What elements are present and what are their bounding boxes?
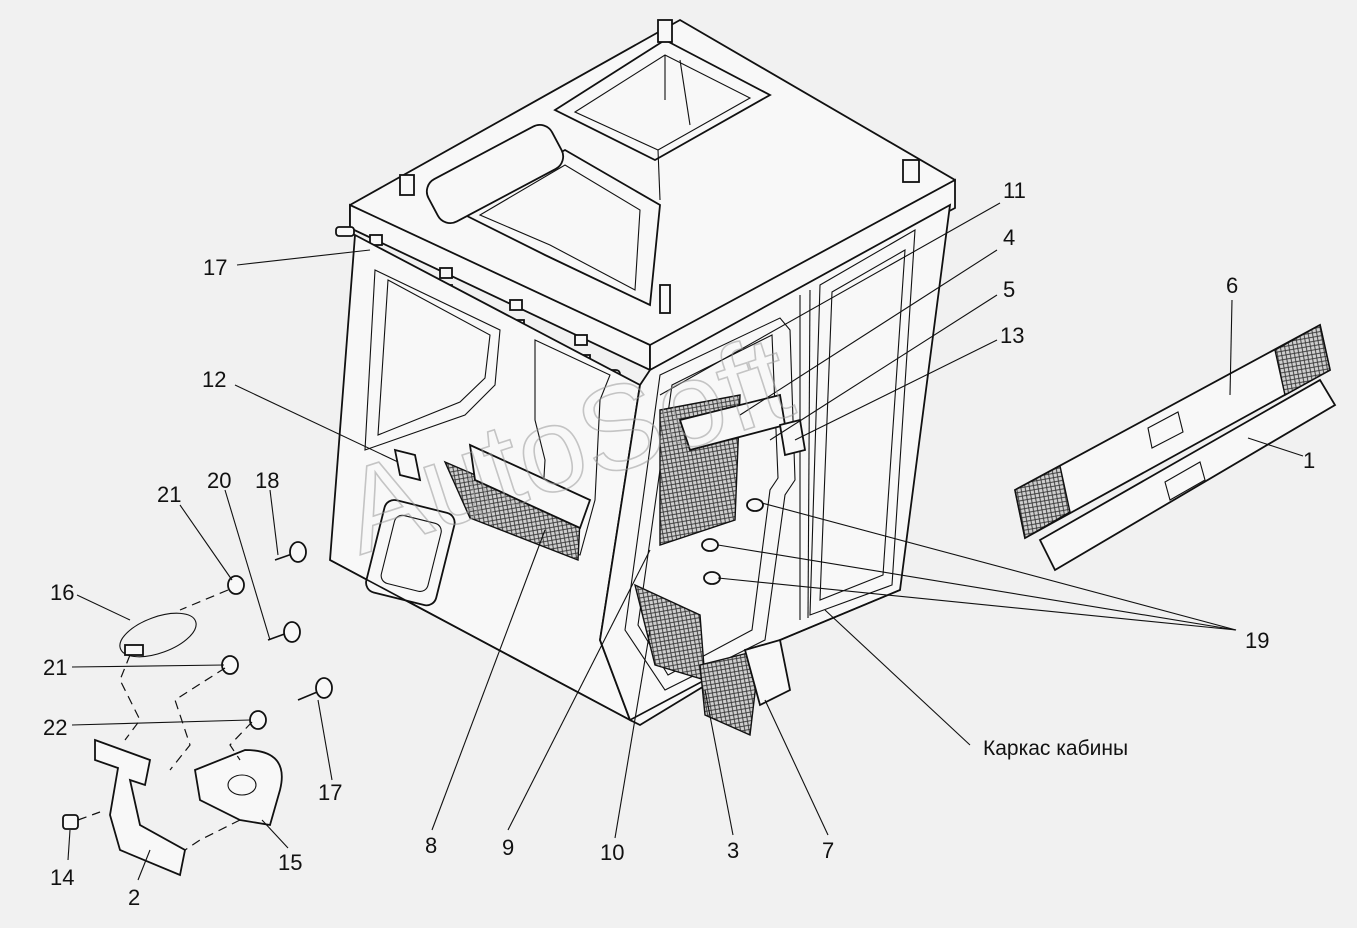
callout-21-bottom: 21: [43, 655, 67, 680]
bolt-20: [267, 621, 301, 643]
lower-left-window: [365, 499, 456, 607]
rear-right-window: [809, 229, 916, 616]
front-window-inner: [377, 279, 491, 436]
callout-20: 20: [207, 468, 231, 493]
roof-clip-left: [399, 174, 415, 196]
callout-17-top: 17: [203, 255, 227, 280]
callout-4: 4: [1003, 225, 1015, 250]
panel-6-mesh-right: [1274, 323, 1331, 397]
callout-7: 7: [822, 838, 834, 863]
callout-16: 16: [50, 580, 74, 605]
panel-1-slot: [1164, 461, 1206, 501]
panel-1: [1038, 378, 1337, 572]
callout-6: 6: [1226, 273, 1238, 298]
callout-1: 1: [1303, 448, 1315, 473]
cab-frame: [329, 18, 956, 727]
right-door-window-inner: [637, 334, 779, 676]
bolt-18: [274, 541, 307, 563]
roof-clip-right: [902, 159, 920, 183]
front-window-outer: [364, 269, 501, 451]
panel-6-slot: [1147, 411, 1184, 449]
clamp-lock: [124, 644, 144, 656]
callout-15: 15: [278, 850, 302, 875]
roof-latch: [659, 284, 671, 314]
callout-11: 11: [1003, 178, 1026, 203]
callout-21-top: 21: [157, 482, 181, 507]
washer-21b: [221, 655, 239, 675]
roof-hatch-opening: [573, 54, 752, 151]
clamp-ring-16: [119, 612, 197, 658]
interior-panels: [393, 393, 807, 737]
callout-labels: 1 2 3 4 5 6 7 8 9 10 11 12 13 14 15 16 1…: [43, 178, 1315, 910]
roof-hatch-frame: [553, 38, 772, 162]
panel-8-plate: [468, 443, 592, 530]
right-door-window: [624, 317, 796, 691]
bolt-19b: [701, 538, 719, 552]
panel-assembly-6-1: [1013, 323, 1337, 572]
bracket-12: [393, 448, 422, 482]
callout-3: 3: [727, 838, 739, 863]
washer-22: [249, 710, 267, 730]
rear-right-window-inner: [819, 249, 906, 601]
bracket-13: [778, 418, 807, 457]
callout-5: 5: [1003, 277, 1015, 302]
callout-12: 12: [202, 367, 226, 392]
bolt-19a: [746, 498, 764, 512]
callout-10: 10: [600, 840, 624, 865]
callout-13: 13: [1000, 323, 1024, 348]
callout-17-bottom: 17: [318, 780, 342, 805]
bracket-7: [743, 638, 792, 707]
roof-clip-top: [657, 19, 673, 43]
washer-21a: [227, 575, 245, 595]
callout-18: 18: [255, 468, 279, 493]
callout-14: 14: [50, 865, 74, 890]
cab-roof-side-rim: [649, 178, 956, 372]
bolt-17b: [297, 677, 333, 701]
bracket-15: [193, 749, 283, 827]
callout-2: 2: [128, 885, 140, 910]
bolt-19c: [703, 571, 721, 585]
cab-right-face: [599, 203, 952, 727]
callout-19: 19: [1245, 628, 1269, 653]
nut-14: [62, 814, 79, 830]
exploded-parts: [62, 541, 333, 877]
callout-22: 22: [43, 715, 67, 740]
callout-8: 8: [425, 833, 437, 858]
panel-3: [699, 649, 761, 737]
panel-6-mesh-left: [1014, 464, 1071, 540]
roof-vent-box: [425, 123, 565, 225]
roof-window-glass: [478, 164, 641, 291]
assembly-label: Каркас кабины: [983, 737, 1128, 760]
leader-lines: [67, 202, 1304, 881]
callout-9: 9: [502, 835, 514, 860]
side-door-opening: [534, 339, 611, 556]
bracket-2: [94, 738, 187, 877]
